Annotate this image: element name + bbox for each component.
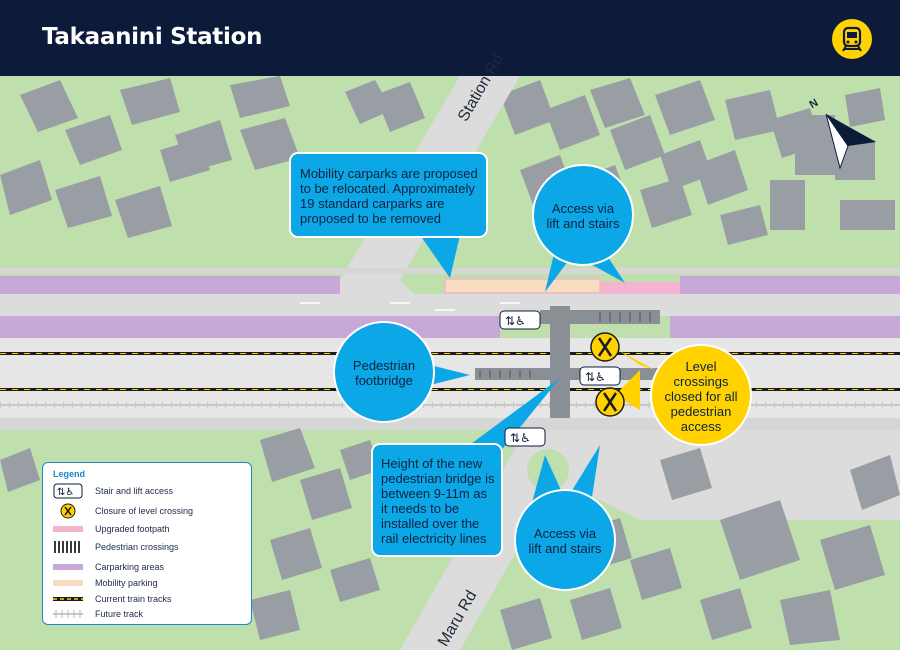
callout-height-text: Height of the new pedestrian bridge is b…	[381, 456, 495, 546]
svg-text:⇅♿: ⇅♿	[57, 487, 74, 498]
page-title: Takaanini Station	[42, 24, 263, 50]
svg-text:⇅♿: ⇅♿	[510, 431, 531, 445]
legend-item: Carparking areas	[53, 559, 248, 575]
upgraded-footpath	[600, 282, 680, 294]
mobility-parking-swatch	[53, 580, 83, 586]
train-icon	[832, 19, 872, 59]
future-track-swatch	[53, 610, 83, 618]
north-arrow	[825, 113, 876, 170]
stair-lift-icon: ⇅♿	[504, 427, 546, 447]
callout-level-crossings	[650, 344, 752, 446]
callout-level-crossings-text: Level crossings closed for all pedestria…	[664, 358, 738, 434]
level-crossing-closure-icon	[60, 503, 76, 519]
stair-lift-icon: ⇅♿	[53, 483, 83, 499]
legend-title: Legend	[53, 469, 86, 479]
callout-mobility-text: Mobility carparks are proposed to be rel…	[300, 166, 478, 226]
svg-text:⇅♿: ⇅♿	[585, 370, 606, 384]
mobility-parking	[444, 278, 601, 294]
carpark-area	[0, 276, 340, 294]
callout-access-top	[532, 164, 634, 266]
callout-access-bottom	[514, 489, 616, 591]
callout-height	[371, 443, 503, 557]
current-track-swatch	[53, 597, 83, 601]
callout-access-top-text: Access via lift and stairs	[546, 201, 620, 231]
stair-lift-icon: ⇅♿	[499, 310, 541, 330]
legend-item: Future track	[53, 606, 248, 622]
legend-item: Closure of level crossing	[53, 503, 248, 519]
callout-footbridge	[333, 321, 435, 423]
legend: Legend ⇅♿ Stair and lift access Closure …	[42, 462, 252, 625]
callout-access-bottom-text: Access via lift and stairs	[528, 526, 602, 556]
legend-item: Upgraded footpath	[53, 521, 248, 537]
stair-lift-icon: ⇅♿	[579, 366, 621, 386]
callout-mobility	[289, 152, 488, 238]
footbridge	[550, 306, 570, 422]
svg-text:⇅♿: ⇅♿	[505, 314, 526, 328]
legend-item: Pedestrian crossings	[53, 539, 248, 555]
footpath-swatch	[53, 526, 83, 532]
level-crossing-closure-icon	[590, 332, 620, 362]
header: Takaanini Station	[0, 0, 900, 76]
level-crossing-closure-icon	[595, 387, 625, 417]
legend-item: Current train tracks	[53, 591, 248, 607]
legend-item: Mobility parking	[53, 575, 248, 591]
callout-footbridge-text: Pedestrian footbridge	[352, 358, 416, 388]
pedestrian-crossing-swatch	[54, 541, 80, 553]
carpark-swatch	[53, 564, 83, 570]
legend-item: ⇅♿ Stair and lift access	[53, 483, 248, 499]
